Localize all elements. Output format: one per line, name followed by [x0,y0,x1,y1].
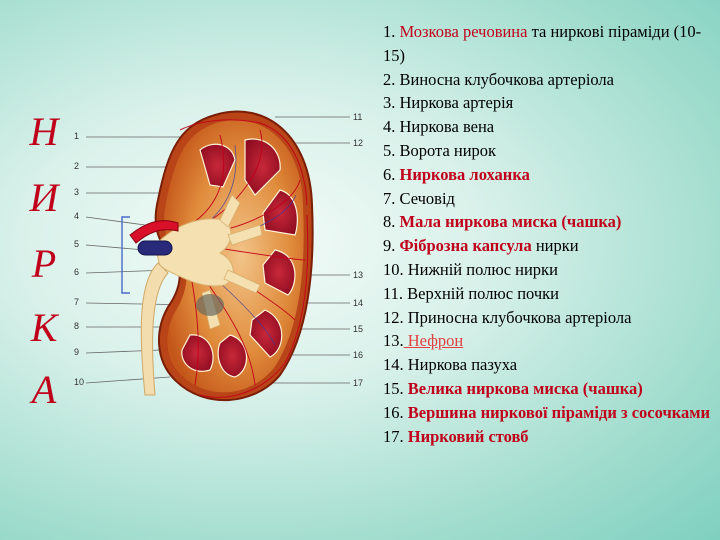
legend-number: 11. [383,284,403,303]
legend-highlight: Мала ниркова миска (чашка) [395,212,621,231]
diagram-label: 6 [74,267,79,277]
legend-item: 8. Мала ниркова миска (чашка) [383,210,713,234]
legend-item: 14. Ниркова пазуха [383,353,713,377]
legend-number: 15. [383,379,404,398]
legend-number: 12. [383,308,404,327]
legend-item: 7. Сечовід [383,187,713,211]
diagram-label: 2 [74,161,79,171]
legend-item: 12. Приносна клубочкова артеріола [383,306,713,330]
legend-number: 3. [383,93,395,112]
hilum-bracket [122,217,130,293]
legend-highlight: Ниркова лоханка [395,165,529,184]
legend-number: 17. [383,427,404,446]
diagram-label: 4 [74,211,79,221]
diagram-label: 17 [353,378,363,388]
diagram-label: 3 [74,187,79,197]
legend-item: 13. Нефрон [383,329,713,353]
legend-item: 15. Велика ниркова миска (чашка) [383,377,713,401]
title-letter: И [24,178,64,218]
diagram-label: 7 [74,297,79,307]
diagram-label: 13 [353,270,363,280]
right-number-labels: 11 12 13 14 15 16 17 [353,112,363,388]
legend-text: Виносна клубочкова артеріола [395,70,614,89]
legend-highlight: Нирковий стовб [404,427,529,446]
legend-number: 10. [383,260,404,279]
legend-number: 13. [383,331,404,350]
legend-item: 10. Нижній полюс нирки [383,258,713,282]
title-letter: К [24,308,64,348]
diagram-label: 5 [74,239,79,249]
legend-number: 4. [383,117,395,136]
legend-highlight: Мозкова речовина [395,22,527,41]
legend-number: 1. [383,22,395,41]
legend-highlight[interactable]: Нефрон [404,331,464,350]
legend-number: 9. [383,236,395,255]
renal-sinus [196,294,224,316]
title-letter: Р [24,244,64,284]
diagram-label: 10 [74,377,84,387]
legend-text: Ворота нирок [395,141,496,160]
diagram-label: 16 [353,350,363,360]
legend-text: Ниркова артерія [395,93,513,112]
legend-number: 6. [383,165,395,184]
legend-text: Сечовід [395,189,455,208]
diagram-label: 14 [353,298,363,308]
diagram-label: 1 [74,131,79,141]
legend-item: 4. Ниркова вена [383,115,713,139]
legend-text: Ниркова вена [395,117,494,136]
diagram-label: 9 [74,347,79,357]
legend-text: Приносна клубочкова артеріола [404,308,632,327]
title-letter: А [24,370,64,410]
legend-item: 5. Ворота нирок [383,139,713,163]
legend-number: 14. [383,355,404,374]
legend-highlight: Вершина ниркової піраміди з сосочками [404,403,710,422]
legend-item: 1. Мозкова речовина та ниркові піраміди … [383,20,713,68]
legend-item: 16. Вершина ниркової піраміди з сосочкам… [383,401,713,425]
legend-number: 5. [383,141,395,160]
diagram-label: 8 [74,321,79,331]
diagram-label: 15 [353,324,363,334]
legend-item: 2. Виносна клубочкова артеріола [383,68,713,92]
renal-vein [138,241,172,255]
legend-item: 3. Ниркова артерія [383,91,713,115]
legend-highlight: Велика ниркова миска (чашка) [404,379,643,398]
legend-item: 6. Ниркова лоханка [383,163,713,187]
title-letter: Н [24,112,64,152]
legend-list: 1. Мозкова речовина та ниркові піраміди … [383,20,713,448]
diagram-label: 11 [353,112,362,122]
legend-number: 7. [383,189,395,208]
legend-number: 2. [383,70,395,89]
legend-number: 16. [383,403,404,422]
legend-highlight: Фіброзна капсула [395,236,531,255]
legend-item: 9. Фіброзна капсула нирки [383,234,713,258]
legend-text: Ниркова пазуха [404,355,518,374]
legend-item: 11. Верхній полюс почки [383,282,713,306]
legend-text: Нижній полюс нирки [404,260,558,279]
left-number-labels: 1 2 3 4 5 6 7 8 9 10 [74,131,84,387]
legend-number: 8. [383,212,395,231]
legend-text: Верхній полюс почки [403,284,559,303]
legend-item: 17. Нирковий стовб [383,425,713,449]
diagram-label: 12 [353,138,363,148]
legend-text: нирки [532,236,579,255]
